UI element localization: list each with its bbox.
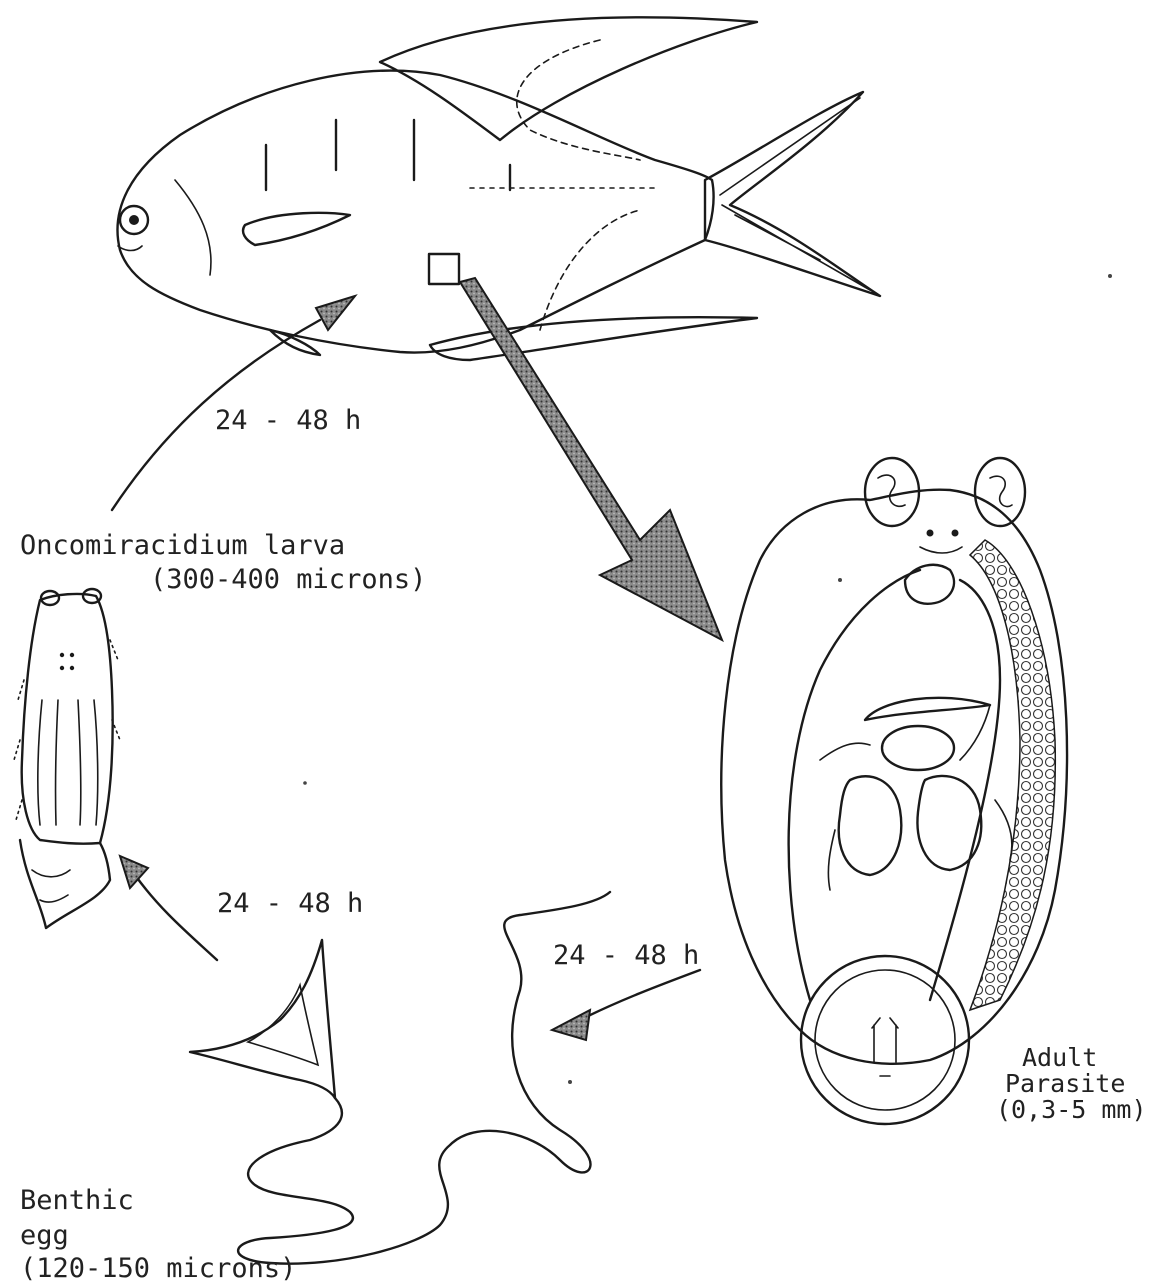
- time-label-adult-egg: 24 - 48 h: [553, 940, 699, 972]
- host-fish: [118, 17, 881, 360]
- fish-to-adult-arrow: [460, 278, 722, 640]
- larva-size-label: (300-400 microns): [150, 564, 426, 596]
- egg-label-line2: egg: [20, 1220, 69, 1252]
- adult-to-egg-arrow: [552, 970, 700, 1040]
- benthic-egg: [190, 892, 610, 1264]
- egg-to-larva-arrow: [120, 856, 217, 960]
- oncomiracidium-larva: [14, 589, 120, 928]
- larva-name-label: Oncomiracidium larva: [20, 530, 345, 562]
- larva-to-fish-arrow: [112, 296, 355, 510]
- adult-size-label: (0,3-5 mm): [996, 1095, 1147, 1125]
- adult-parasite: [721, 458, 1067, 1124]
- egg-size-label: (120-150 microns): [20, 1253, 296, 1285]
- egg-label-line1: Benthic: [20, 1185, 134, 1217]
- time-label-fish-larva: 24 - 48 h: [215, 405, 361, 437]
- time-label-egg-larva: 24 - 48 h: [217, 888, 363, 920]
